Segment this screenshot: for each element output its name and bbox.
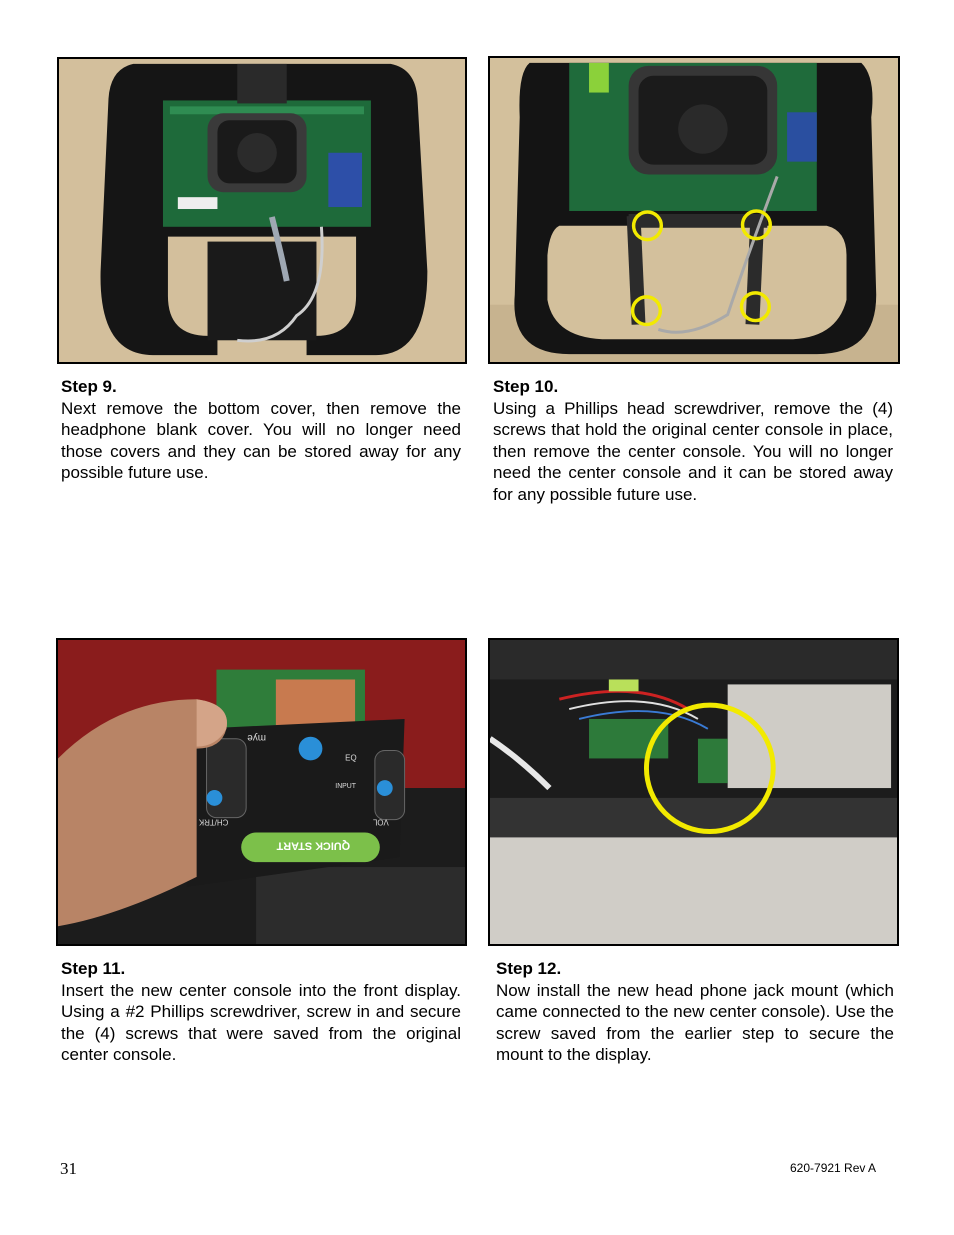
step-10-body: Using a Phillips head screwdriver, remov… [493,398,893,504]
step-9-title: Step 9. [61,377,117,396]
step-11-photo: QUICK START mye EQ INPUT CH/TRK VOL [56,638,467,946]
step-9-body: Next remove the bottom cover, then remov… [61,398,461,483]
page-number: 31 [60,1159,77,1178]
quick-start-label: QUICK START [276,839,350,851]
step-11-title: Step 11. [61,959,126,978]
step-9-photo [57,57,467,364]
step-10-title: Step 10. [493,377,559,396]
step-11-text: Step 11. Insert the new center console i… [61,958,461,1066]
step-11-body: Insert the new center console into the f… [61,980,461,1065]
ch-trk-label: CH/TRK [198,818,228,827]
step-12-text: Step 12. Now install the new head phone … [496,958,894,1066]
step-12-photo [488,638,899,946]
highlight-circle [643,702,776,834]
step-10-text: Step 10. Using a Phillips head screwdriv… [493,376,893,505]
input-label: INPUT [335,783,357,790]
step-12-title: Step 12. [496,959,562,978]
document-id: 620-7921 Rev A [790,1161,877,1175]
step-9-text: Step 9. Next remove the bottom cover, th… [61,376,461,484]
console-brand-label: mye [247,732,266,743]
eq-label: EQ [345,753,356,762]
vol-label: VOL [372,818,388,827]
screw-highlight-circles [630,209,772,327]
step-12-body: Now install the new head phone jack moun… [496,980,894,1065]
step-10-photo [488,56,900,364]
